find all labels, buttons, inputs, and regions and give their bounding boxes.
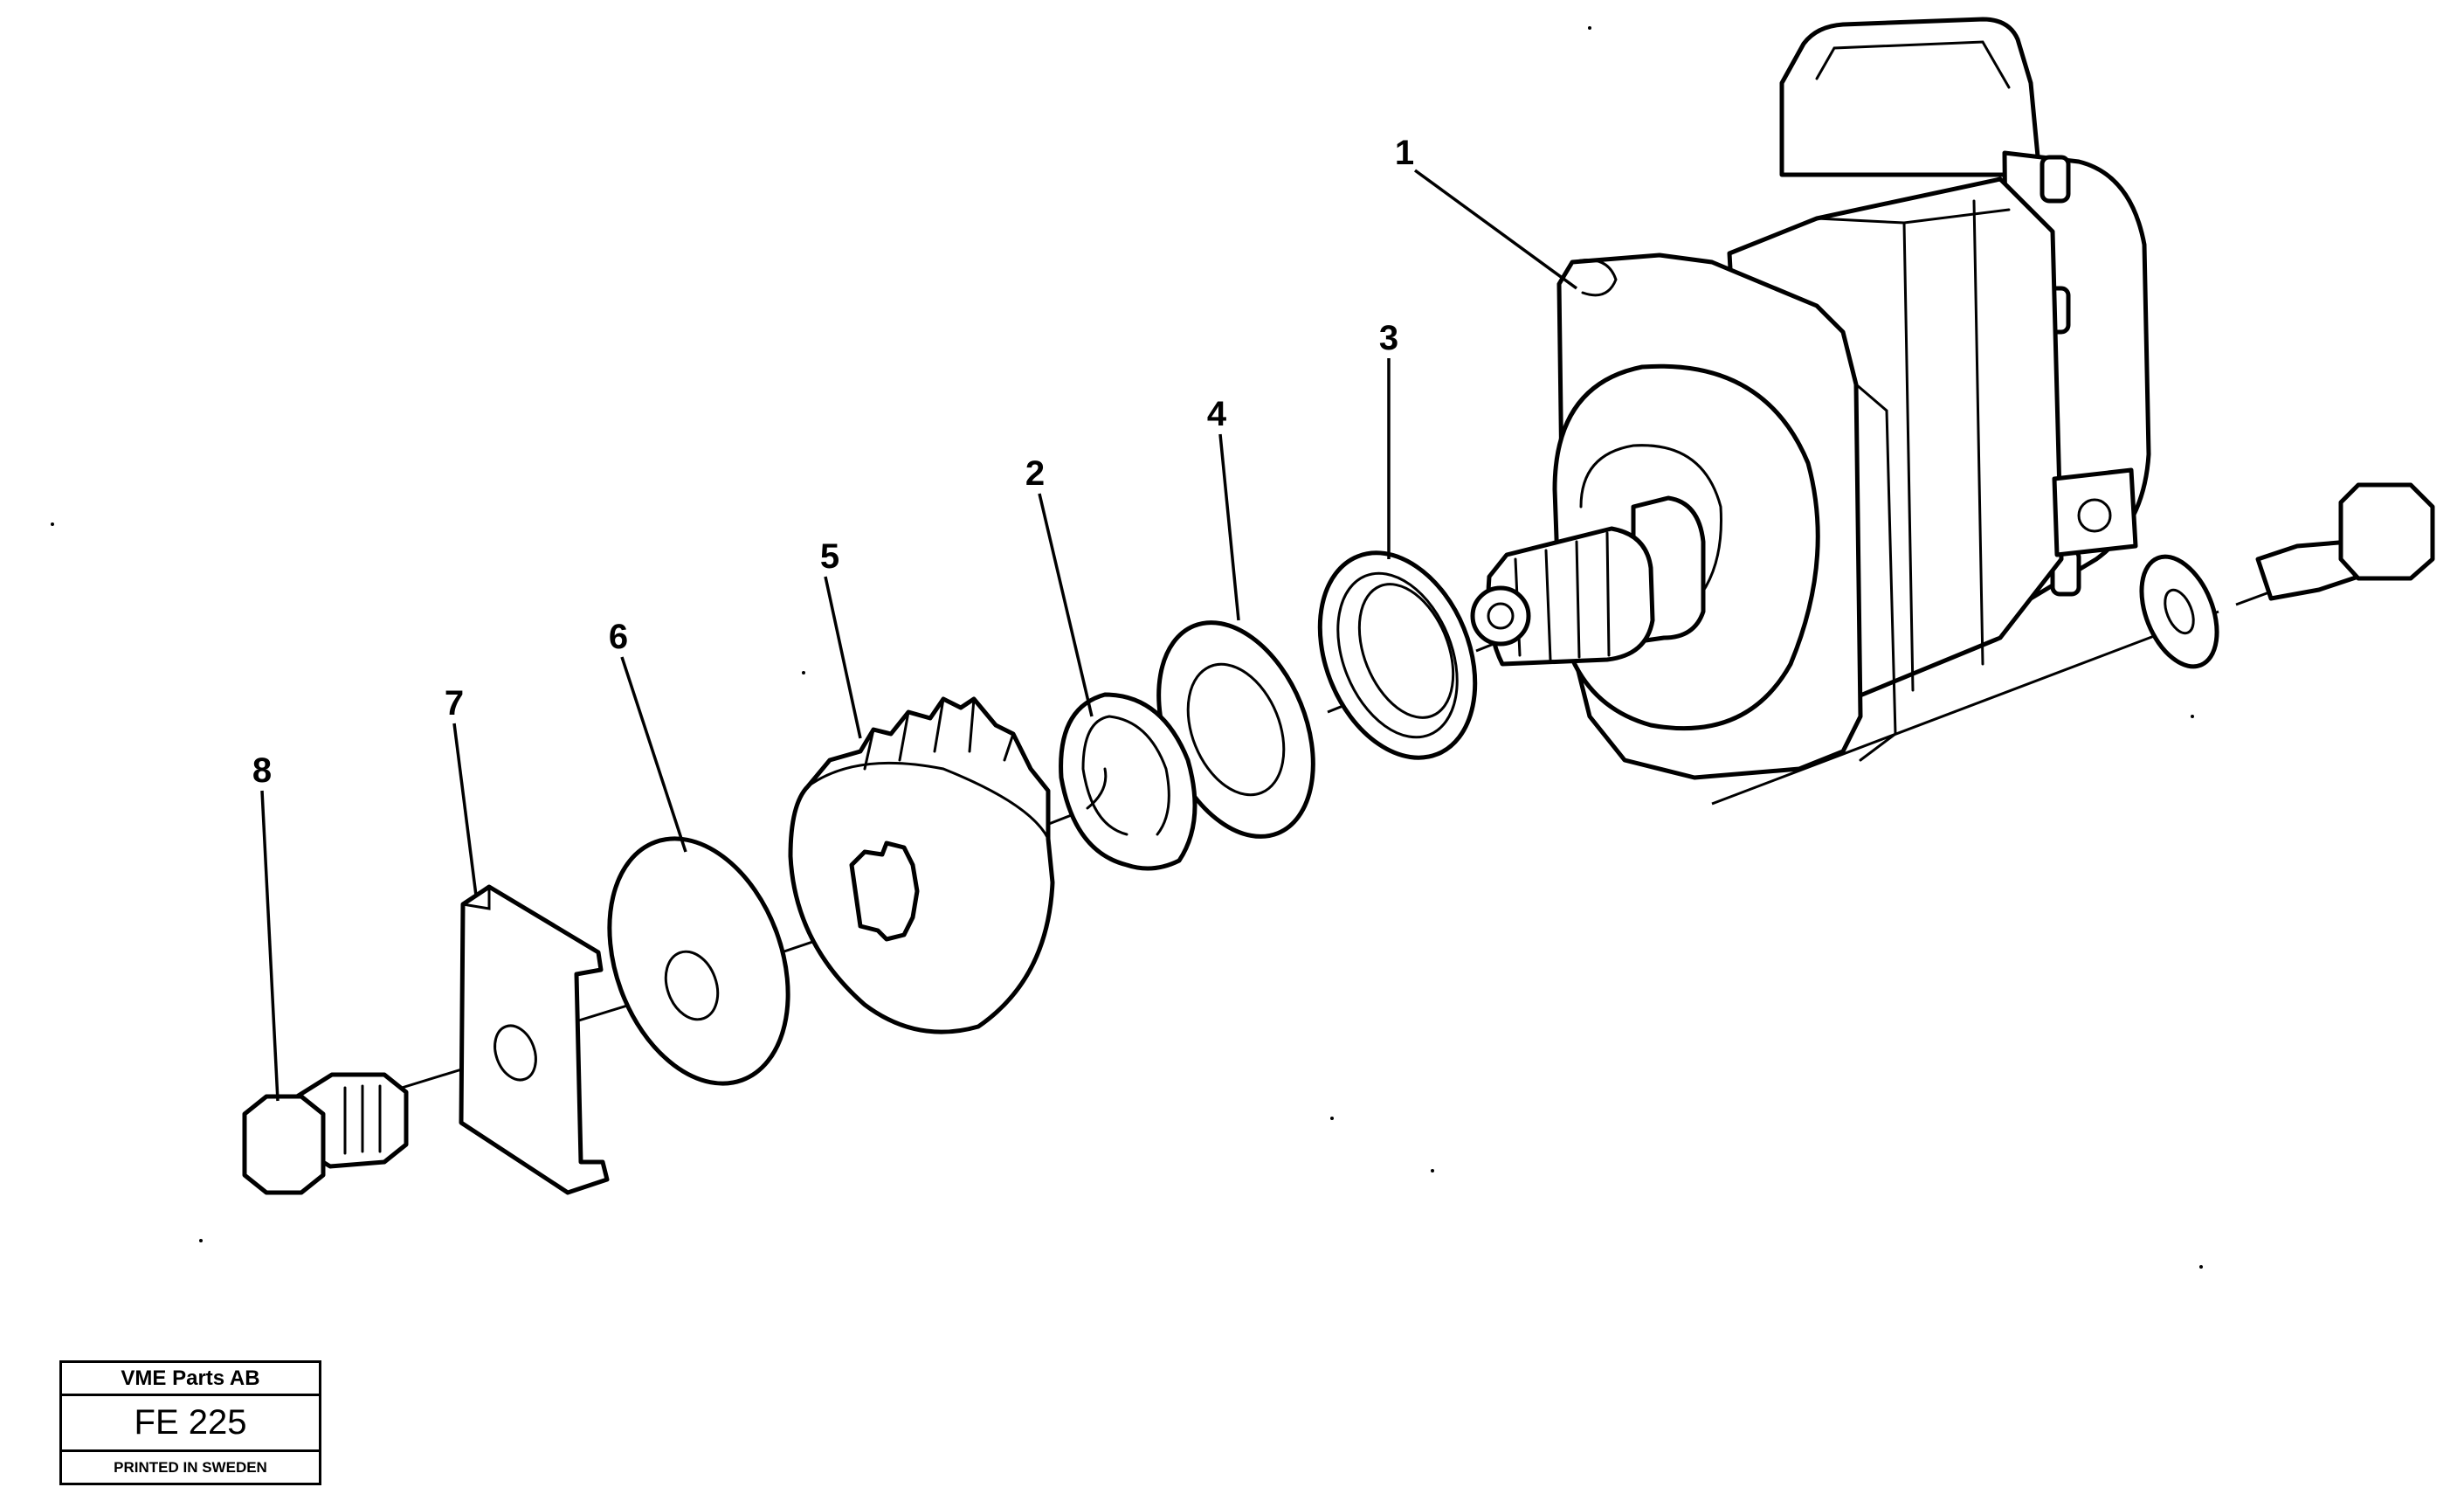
callout-2: 2 bbox=[1025, 454, 1045, 493]
bolt-part-8 bbox=[242, 1072, 409, 1195]
printed-in-note: PRINTED IN SWEDEN bbox=[114, 1458, 267, 1476]
callout-7: 7 bbox=[445, 684, 464, 723]
title-block: VME Parts AB FE 225 PRINTED IN SWEDEN bbox=[59, 1360, 321, 1485]
callout-1: 1 bbox=[1395, 134, 1414, 172]
snap-ring-part-2 bbox=[1059, 692, 1197, 871]
callout-3: 3 bbox=[1379, 319, 1398, 357]
lock-plate-part-7 bbox=[459, 884, 610, 1195]
callout-6: 6 bbox=[609, 618, 628, 656]
washer-part-6 bbox=[607, 836, 790, 1086]
hydraulic-pump-part-1 bbox=[1470, 17, 2151, 780]
leader-lines bbox=[260, 169, 1578, 1102]
seal-part-3 bbox=[1317, 550, 1478, 760]
gear-part-5 bbox=[788, 696, 1055, 1034]
callout-4: 4 bbox=[1207, 395, 1227, 433]
callout-5: 5 bbox=[820, 537, 839, 576]
company-name: VME Parts AB bbox=[62, 1363, 319, 1396]
callout-8: 8 bbox=[252, 751, 272, 790]
rear-washer bbox=[2139, 554, 2219, 669]
washer-part-4 bbox=[1156, 620, 1315, 839]
rear-bolt bbox=[2255, 482, 2435, 601]
figure-code: FE 225 bbox=[62, 1396, 319, 1452]
scan-specks bbox=[51, 26, 2203, 1269]
callout-labels: 1 3 4 2 5 6 7 8 bbox=[252, 134, 1414, 790]
